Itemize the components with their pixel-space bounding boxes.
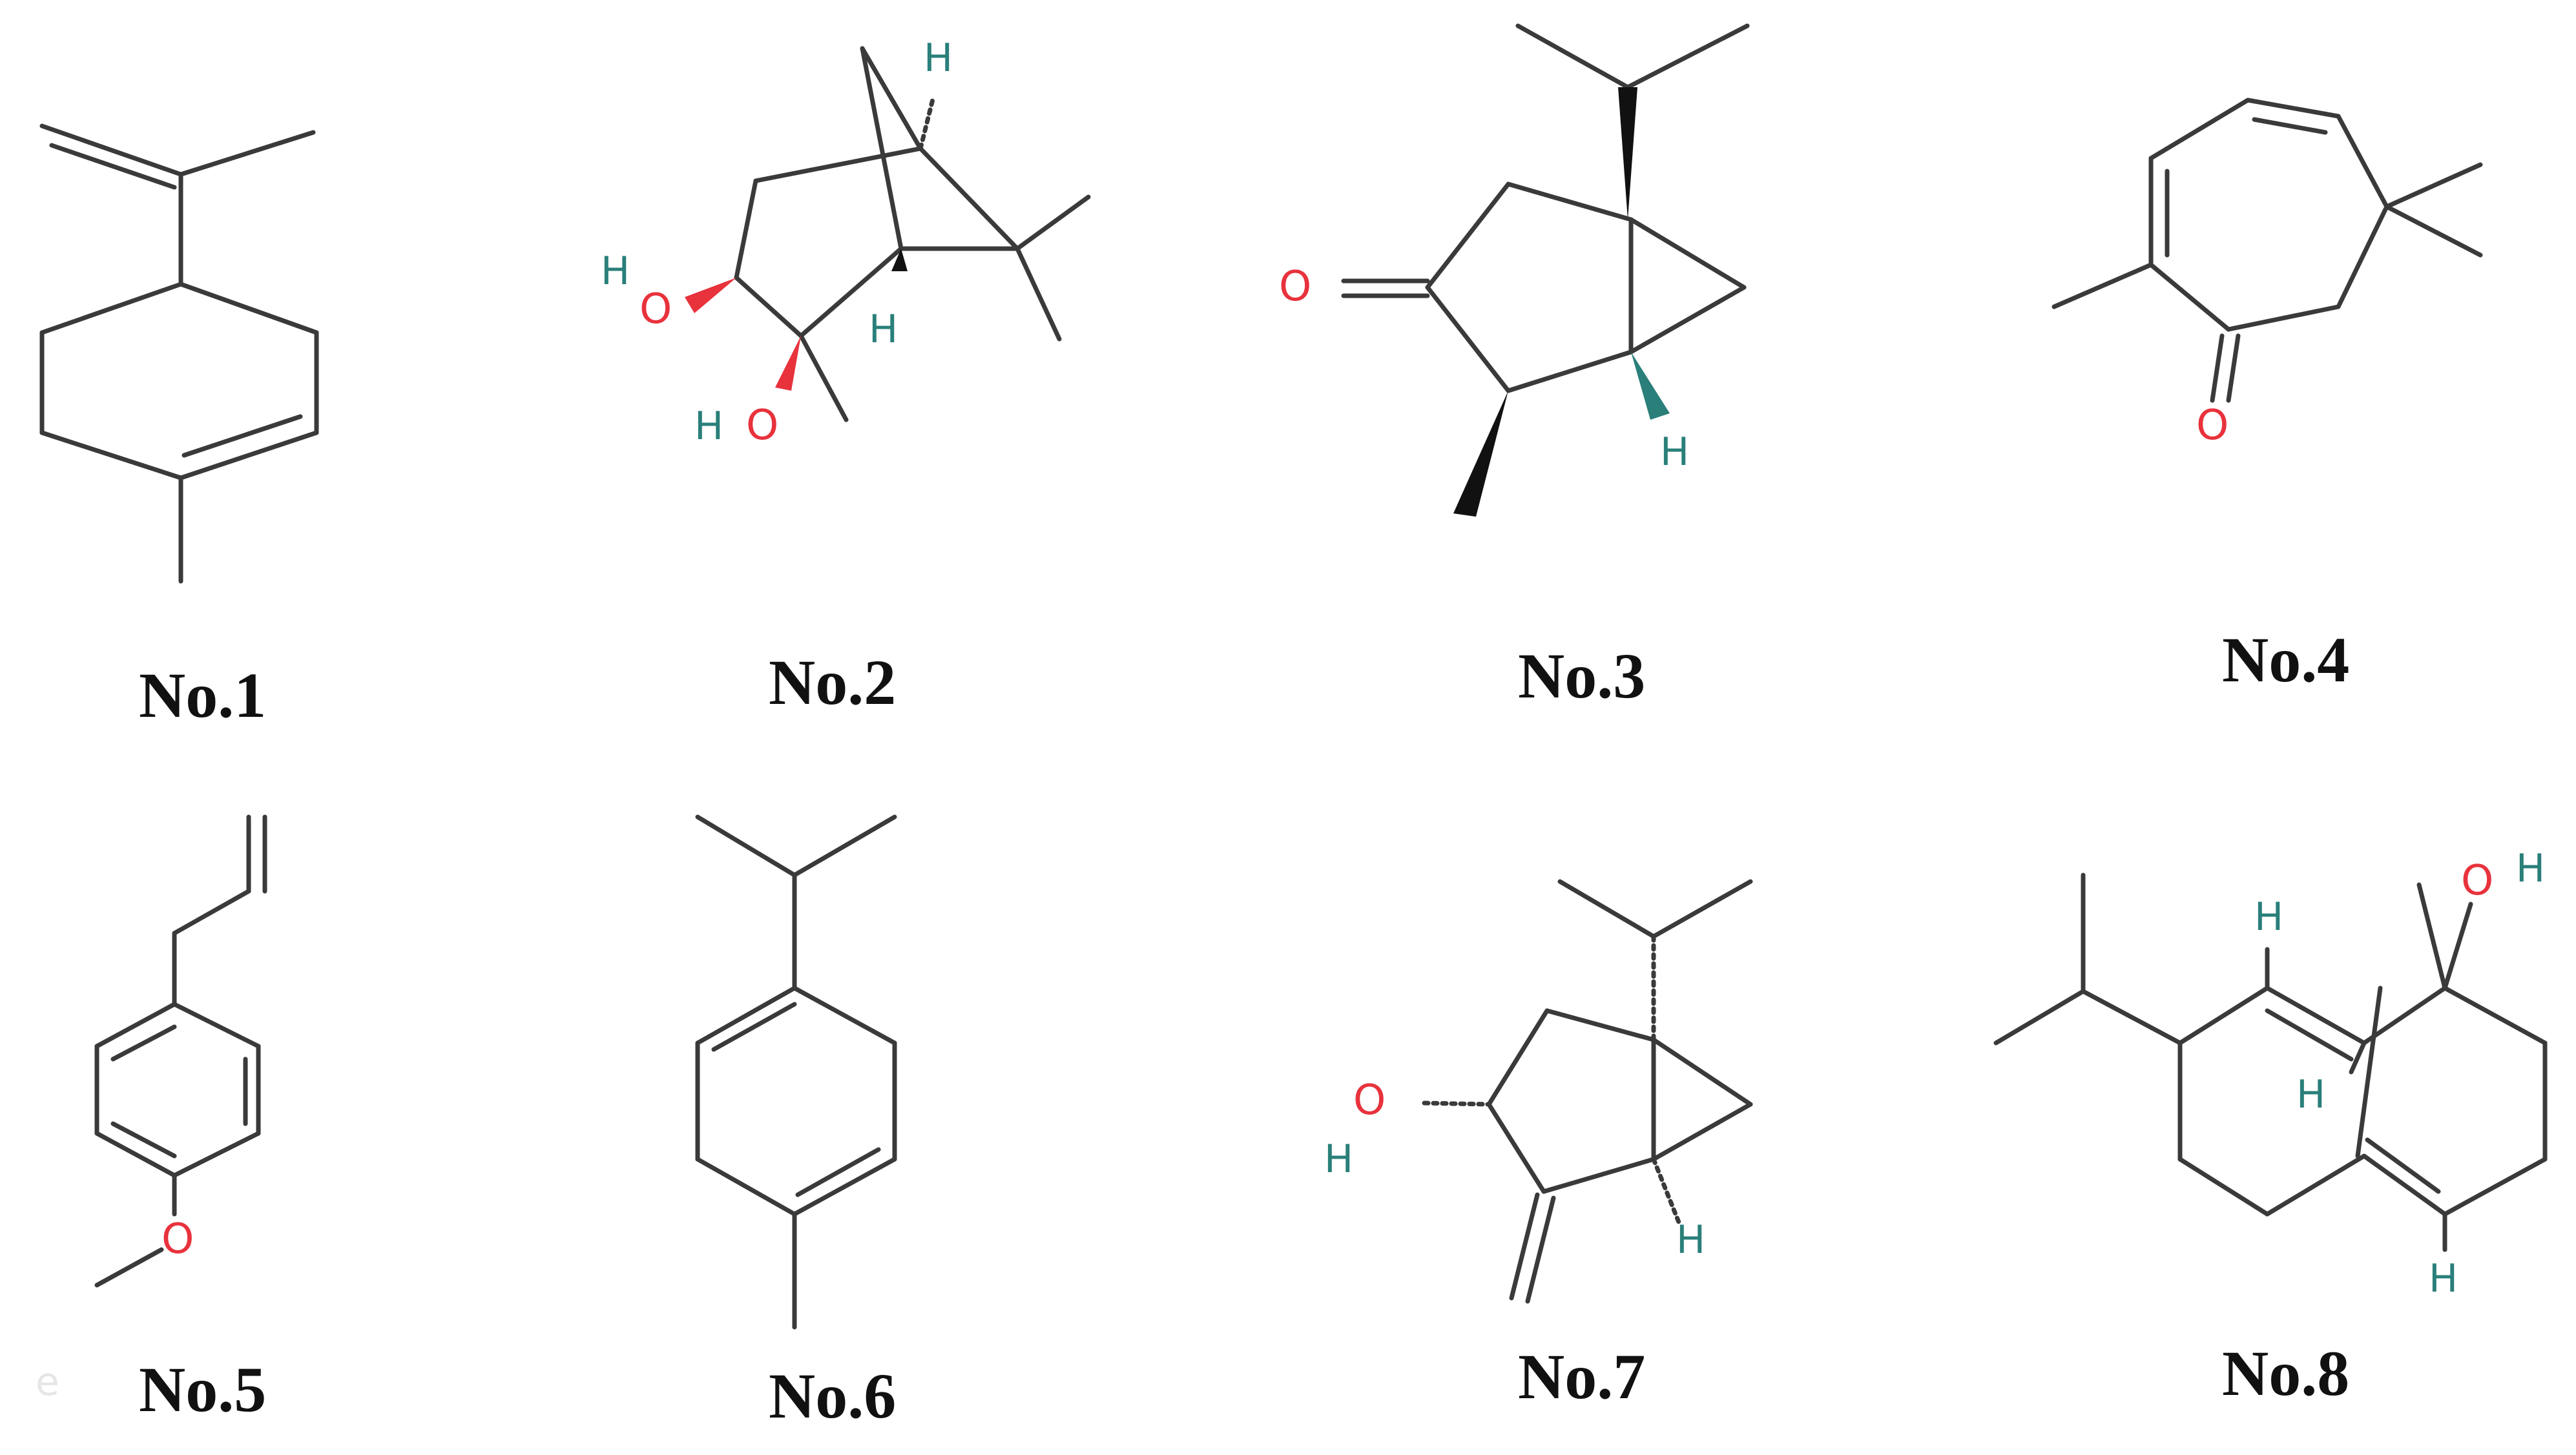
atom-h-top: H <box>924 36 953 81</box>
caption-no4: No.4 <box>2222 624 2349 696</box>
molecule-no2: H H O H O H No.2 <box>601 36 1091 718</box>
molecule-no4: O No.4 <box>2051 98 2483 696</box>
atom-o: O <box>1279 263 1311 311</box>
atom-o-1: O <box>639 285 672 333</box>
atom-h-bridge: H <box>869 307 898 352</box>
caption-no6: No.6 <box>769 1360 896 1432</box>
atom-h-1: H <box>2254 894 2283 940</box>
molecule-no6: No.6 <box>695 814 897 1432</box>
caption-no1: No.1 <box>139 659 266 731</box>
atom-o-2: O <box>746 402 778 449</box>
atom-o: O <box>2461 857 2493 905</box>
caption-no3: No.3 <box>1518 640 1645 712</box>
atom-h: H <box>1660 429 1689 475</box>
caption-no7: No.7 <box>1518 1341 1645 1412</box>
atom-o: O <box>1353 1077 1386 1124</box>
atom-h-oh: H <box>2516 846 2545 891</box>
molecule-no3: O H No.3 <box>1279 23 1750 712</box>
atom-h-2: H <box>2296 1072 2325 1117</box>
molecule-no1: No.1 <box>39 123 319 731</box>
atom-h-oh2: H <box>694 404 723 449</box>
atom-o: O <box>2196 402 2228 449</box>
atom-h-oh: H <box>1324 1137 1353 1182</box>
atom-h: H <box>1676 1217 1705 1263</box>
molecule-no7: O H H No.7 <box>1324 879 1753 1412</box>
caption-no2: No.2 <box>769 646 896 718</box>
atom-h-3: H <box>2429 1256 2458 1301</box>
atom-h-oh1: H <box>601 249 630 294</box>
watermark-mark: e <box>36 1359 59 1405</box>
caption-no5: No.5 <box>139 1354 266 1425</box>
molecule-no5: O No.5 <box>94 814 267 1425</box>
caption-no8: No.8 <box>2222 1337 2349 1409</box>
atom-o: O <box>161 1215 194 1263</box>
molecule-no8: O H H H H No.8 <box>1993 846 2548 1409</box>
